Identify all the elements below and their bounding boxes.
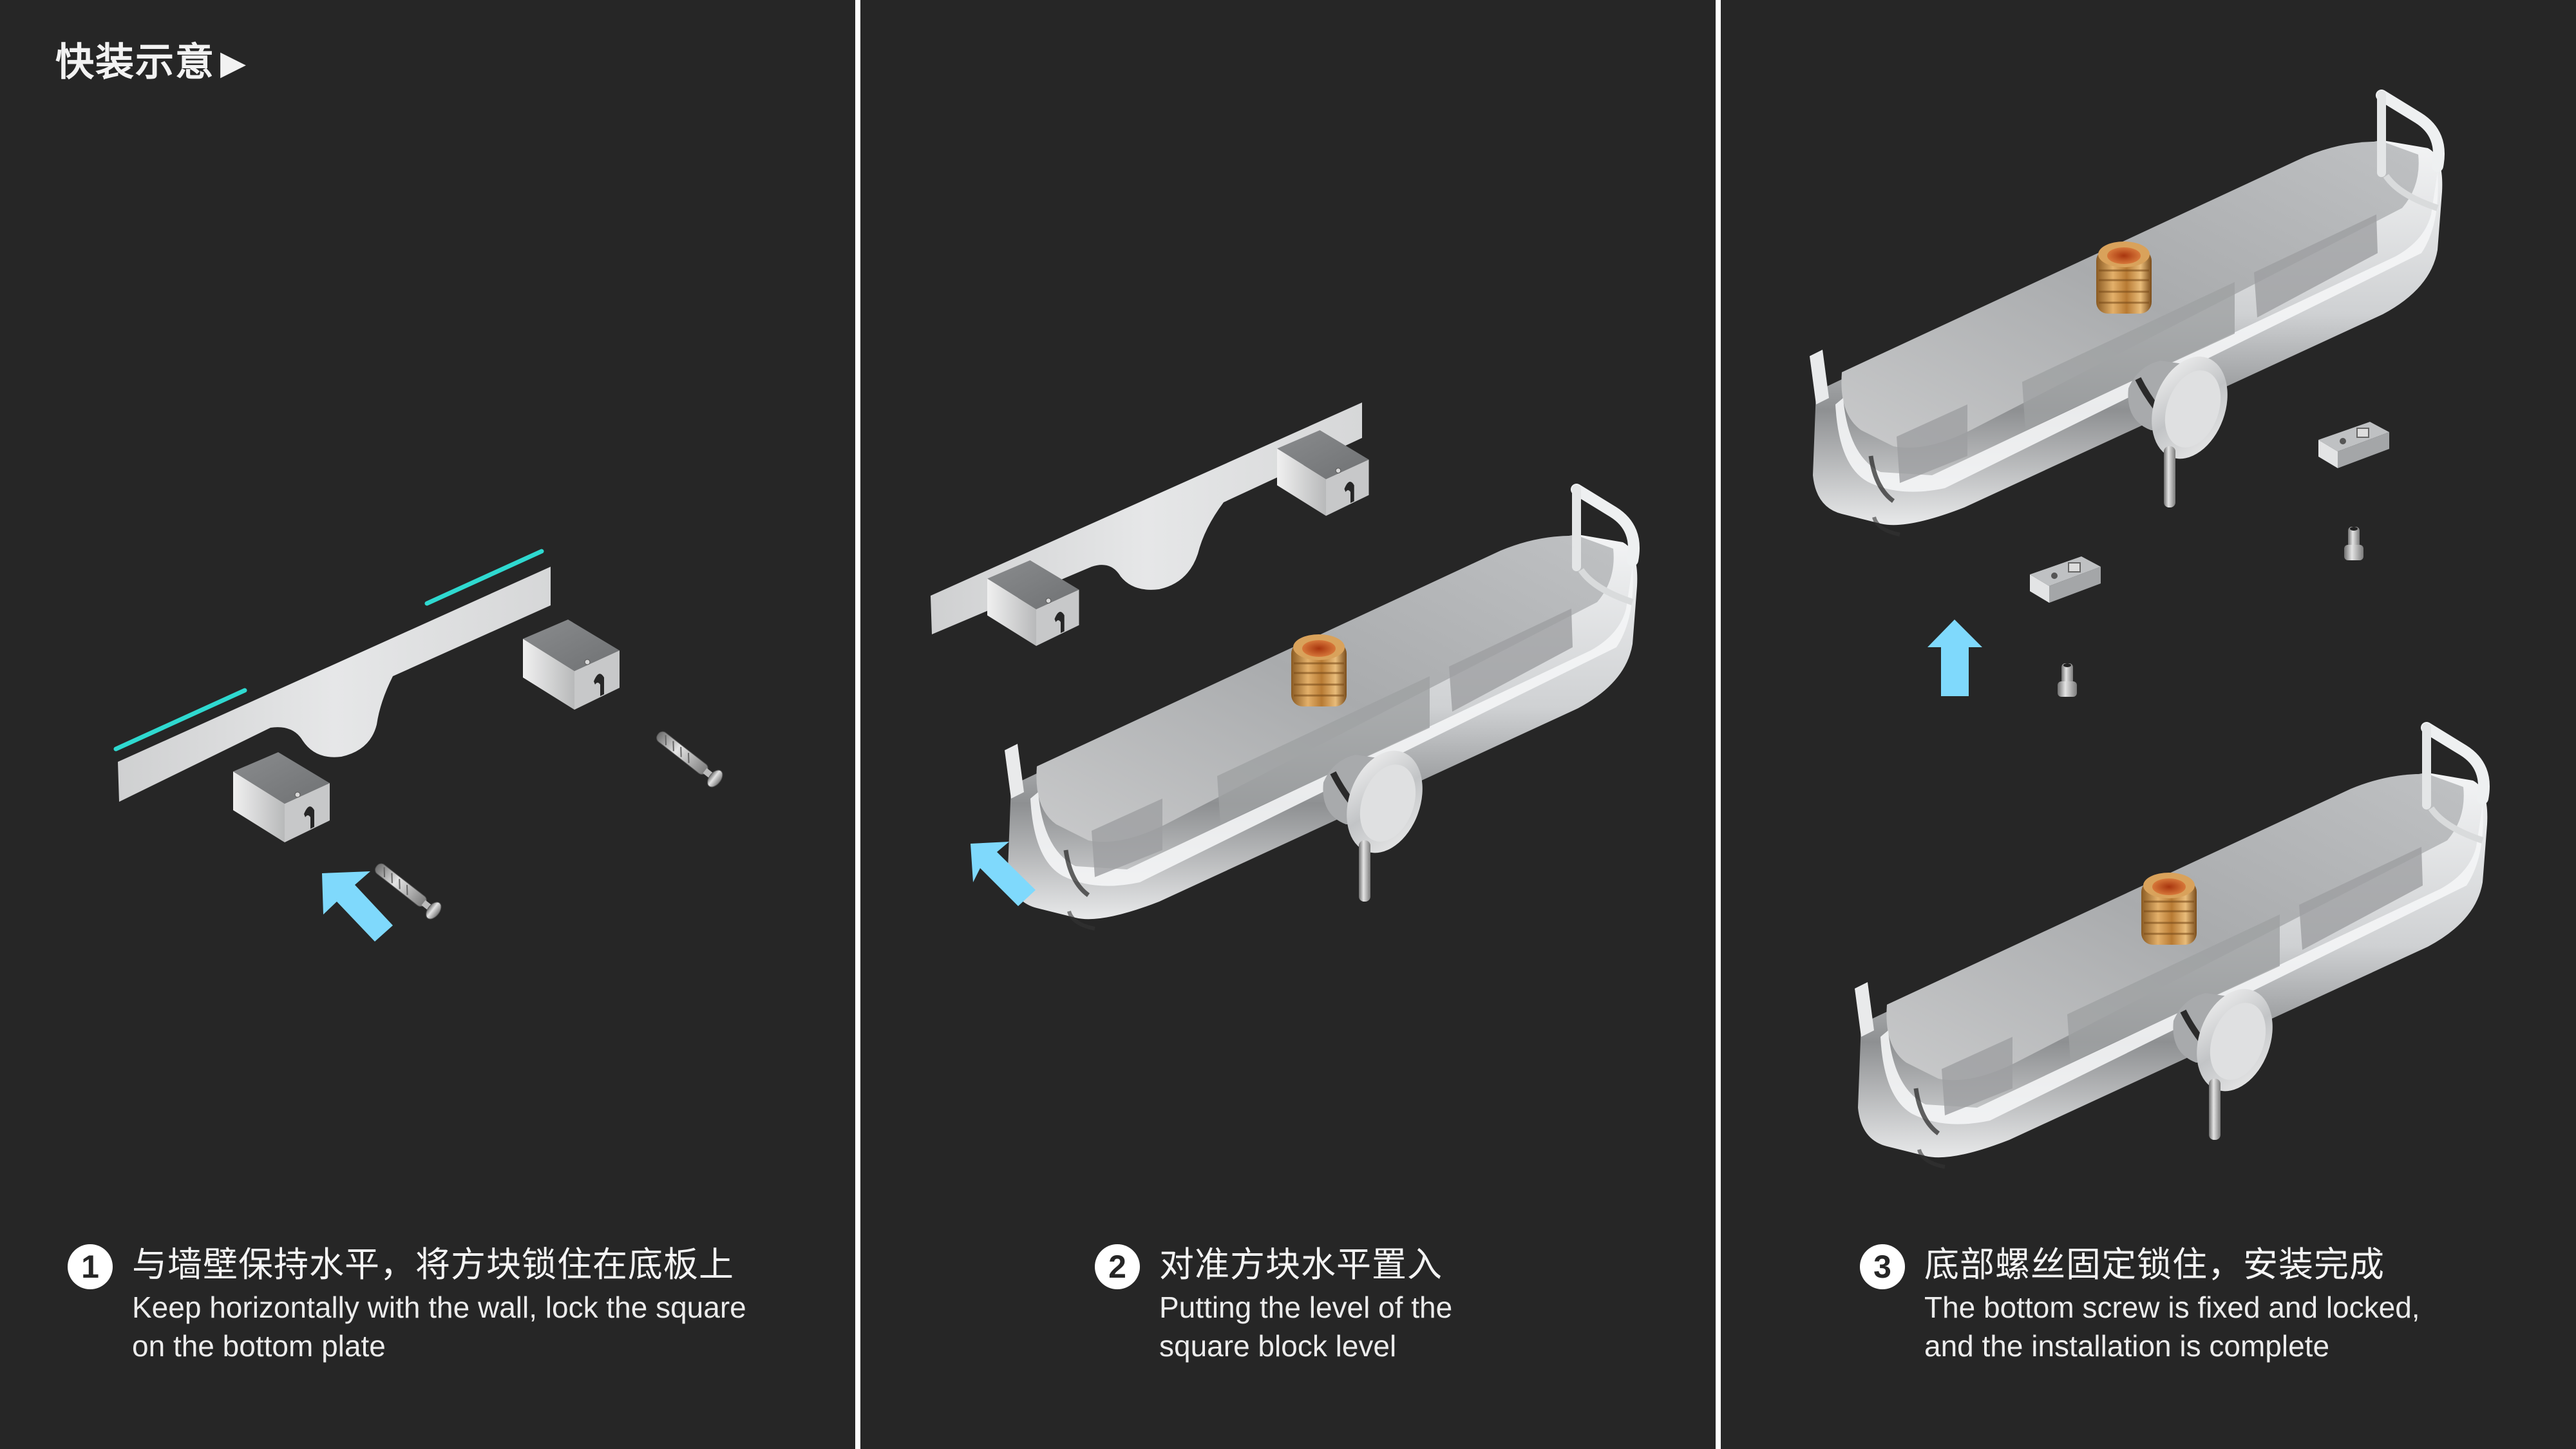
brass-fitting [2140,871,2198,946]
square-nut [2029,556,2101,603]
level-line [113,688,247,752]
wall-anchor-screw [370,858,445,923]
square-block [232,752,330,843]
step-1-title-zh: 与墙壁保持水平，将方块锁住在底板上 [132,1244,734,1285]
direction-arrow [971,842,1036,906]
panel-divider-1 [855,0,860,1449]
step-2-desc-en-line1: Putting the level of the [1159,1291,1453,1324]
panel-divider-2 [1716,0,1721,1449]
step-number-badge: 3 [1860,1244,1905,1289]
set-screw [2058,663,2077,697]
step-3-title-zh: 底部螺丝固定锁住，安装完成 [1924,1244,2385,1285]
step3-illustration [1810,95,2487,1167]
shower-shelf-mixer [1810,95,2442,535]
step-2-title-zh: 对准方块水平置入 [1159,1244,1443,1285]
step2-illustration [931,402,1637,929]
square-block [522,619,620,710]
step-1-desc-en-line1: Keep horizontally with the wall, lock th… [132,1291,746,1324]
square-nut [2318,421,2390,469]
wall-plate [118,567,551,802]
step-2-desc-en-line2: square block level [1159,1329,1397,1363]
page-title: 快装示意▶ [55,31,247,87]
brass-fitting [2095,240,2153,315]
play-triangle-icon: ▶ [220,44,247,82]
direction-arrow [1927,620,1982,696]
step-3-desc-en-line1: The bottom screw is fixed and locked, [1924,1291,2420,1324]
step-number-badge: 1 [68,1244,113,1289]
step-1-desc-en-line2: on the bottom plate [132,1329,386,1363]
step1-illustration [113,549,726,942]
shower-shelf-mixer-installed [1855,728,2487,1167]
brass-fitting [1290,633,1348,708]
wall-anchor-screw [651,726,726,791]
page-title-text: 快装示意 [55,40,215,85]
square-block [1276,430,1369,516]
step-number-badge: 2 [1095,1244,1140,1289]
step-3-desc-en-line2: and the installation is complete [1924,1329,2330,1363]
direction-arrow [322,871,393,942]
level-line [424,549,544,606]
set-screw [2344,527,2363,560]
